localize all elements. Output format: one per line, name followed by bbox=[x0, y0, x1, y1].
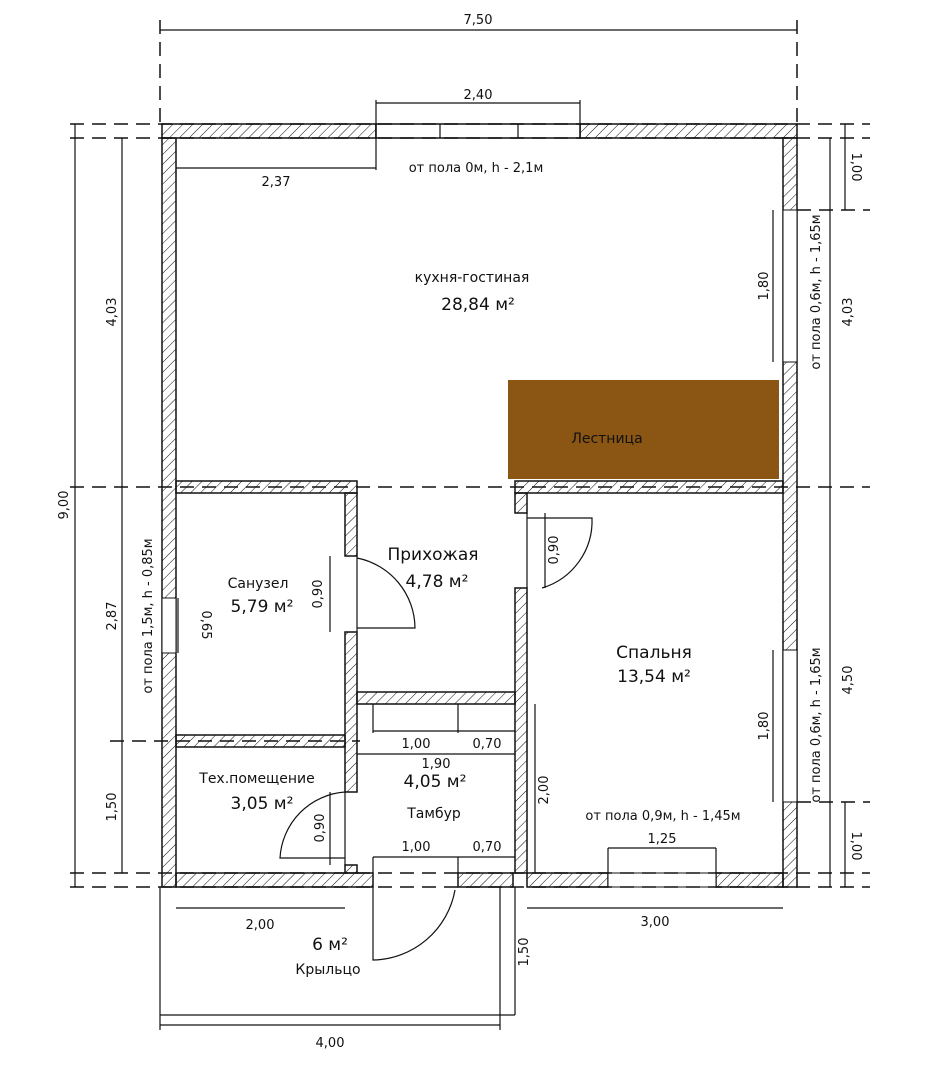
dim-bath-door: 0,90 bbox=[311, 580, 326, 609]
bedroom-area: 13,54 м² bbox=[617, 667, 691, 687]
vestibule-name: Тамбур bbox=[406, 806, 461, 822]
dim-bath-win: 0,65 bbox=[198, 611, 213, 640]
dim-porch-width: 4,00 bbox=[316, 1036, 345, 1051]
dim-vest-bot-b: 0,70 bbox=[473, 840, 502, 855]
porch-name: Крыльцо bbox=[295, 962, 360, 978]
dim-top-offset: 2,37 bbox=[262, 175, 291, 190]
dim-total-width: 7,50 bbox=[464, 13, 493, 28]
windows bbox=[161, 209, 798, 888]
note-kitchen-right: от пола 0,6м, h - 1,65м bbox=[809, 214, 824, 369]
dim-left-kitchen: 4,03 bbox=[105, 298, 120, 327]
dim-vest-width: 1,90 bbox=[422, 757, 451, 772]
dim-porch-depth: 1,50 bbox=[517, 938, 532, 967]
doors bbox=[279, 513, 593, 961]
dim-vest-top-b: 0,70 bbox=[473, 737, 502, 752]
hall-name: Прихожая bbox=[387, 545, 478, 565]
porch bbox=[159, 887, 515, 1030]
note-bedroom-bottom: от пола 0,9м, h - 1,45м bbox=[585, 809, 740, 824]
dim-vest-height: 2,00 bbox=[537, 776, 552, 805]
note-bedroom-right: от пола 0,6м, h - 1,65м bbox=[809, 647, 824, 802]
dim-vest-top-a: 1,00 bbox=[402, 737, 431, 752]
bath-name: Санузел bbox=[228, 576, 289, 592]
dim-vest-bot-a: 1,00 bbox=[402, 840, 431, 855]
vestibule-area: 4,05 м² bbox=[404, 772, 467, 792]
dim-bedroom-bottom: 3,00 bbox=[641, 915, 670, 930]
dim-left-bath: 2,87 bbox=[105, 602, 120, 631]
bath-area: 5,79 м² bbox=[231, 597, 294, 617]
stairs-label: Лестница bbox=[571, 431, 642, 447]
axis-lines bbox=[70, 20, 870, 888]
dim-total-height: 9,00 bbox=[57, 491, 72, 520]
dim-right-kitchen: 4,03 bbox=[841, 298, 856, 327]
dim-right-kitchen-win: 1,80 bbox=[757, 272, 772, 301]
dim-bedroom-door: 0,90 bbox=[547, 536, 562, 565]
stairs bbox=[508, 380, 779, 479]
dimension-lines bbox=[74, 29, 846, 1026]
dim-tech-door: 0,90 bbox=[313, 814, 328, 843]
dim-right-bottom: 1,00 bbox=[848, 832, 863, 861]
bedroom-name: Спальня bbox=[616, 643, 692, 663]
dim-bedroom-win-bottom: 1,25 bbox=[648, 832, 677, 847]
dim-right-bedroom-win: 1,80 bbox=[757, 712, 772, 741]
note-bath-left: от пола 1,5м, h - 0,85м bbox=[141, 538, 156, 693]
dim-right-top: 1,00 bbox=[848, 153, 863, 182]
kitchen-name: кухня-гостиная bbox=[415, 270, 530, 286]
tech-area: 3,05 м² bbox=[231, 794, 294, 814]
kitchen-area: 28,84 м² bbox=[441, 295, 515, 315]
note-kitchen-top: от пола 0м, h - 2,1м bbox=[409, 161, 544, 176]
dim-top-window: 2,40 bbox=[464, 88, 493, 103]
dim-right-bedroom: 4,50 bbox=[841, 666, 856, 695]
dim-left-tech: 1,50 bbox=[105, 793, 120, 822]
dim-tech-bottom: 2,00 bbox=[246, 918, 275, 933]
tech-name: Тех.помещение bbox=[198, 771, 314, 787]
porch-area: 6 м² bbox=[312, 935, 348, 955]
hall-area: 4,78 м² bbox=[406, 572, 469, 592]
